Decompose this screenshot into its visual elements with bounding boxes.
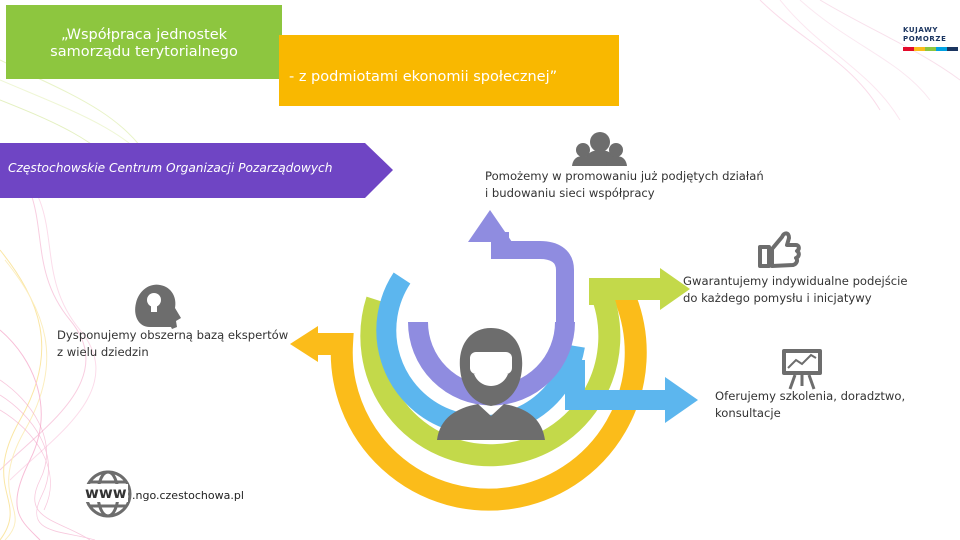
yellow-arrowhead (290, 326, 318, 362)
blue-arrowhead (665, 377, 698, 423)
item-training: Oferujemy szkolenia, doradztwo, konsulta… (715, 388, 905, 422)
lavender-arrowhead (468, 210, 512, 242)
presentation-board-icon (782, 349, 822, 390)
organization-name: Częstochowskie Centrum Organizacji Pozar… (8, 161, 333, 175)
thumbs-up-icon (758, 231, 801, 268)
website-link[interactable]: .ngo.czestochowa.pl (132, 489, 244, 502)
item-promotion-line-1: Pomożemy w promowaniu już podjętych dzia… (485, 169, 764, 183)
subtitle: - z podmiotami ekonomii społecznej” (289, 69, 558, 85)
group-icon (572, 132, 627, 166)
item-individual-approach-line-2: do każdego pomysłu i inicjatywy (683, 291, 872, 305)
item-experts: Dysponujemy obszerną bazą ekspertów z wi… (57, 327, 288, 361)
person-icon (437, 328, 545, 440)
item-promotion-line-2: i budowaniu sieci współpracy (485, 186, 655, 200)
item-individual-approach: Gwarantujemy indywidualne podejście do k… (683, 273, 908, 307)
yellow-arc (330, 290, 647, 511)
item-experts-line-2: z wielu dziedzin (57, 345, 149, 359)
blue-arc (376, 272, 585, 436)
head-lightbulb-icon (135, 284, 181, 329)
website-prefix: www (84, 484, 128, 502)
item-promotion: Pomożemy w promowaniu już podjętych dzia… (485, 168, 764, 202)
title-line-1: „Współpraca jednostek (60, 27, 228, 43)
item-training-line-2: konsultacje (715, 406, 781, 420)
blue-arrow-stem (565, 360, 670, 410)
logo-stripe (903, 47, 958, 51)
logo-line-1: KUJAWY (903, 26, 939, 34)
item-individual-approach-line-1: Gwarantujemy indywidualne podejście (683, 274, 908, 288)
green-arrowhead (660, 268, 690, 310)
lavender-arrow-stem (491, 232, 574, 330)
title-line-2: samorządu terytorialnego (50, 44, 238, 60)
item-experts-line-1: Dysponujemy obszerną bazą ekspertów (57, 328, 289, 342)
item-training-line-1: Oferujemy szkolenia, doradztwo, (715, 389, 906, 403)
title-block: „Współpraca jednostek samorządu terytori… (6, 5, 282, 79)
logo-line-2: POMORZE (903, 35, 947, 43)
logo: KUJAWY POMORZE (903, 26, 960, 51)
green-arc (360, 285, 621, 467)
green-arrow-stem (589, 278, 665, 305)
subtitle-block: - z podmiotami ekonomii społecznej” (279, 35, 619, 106)
